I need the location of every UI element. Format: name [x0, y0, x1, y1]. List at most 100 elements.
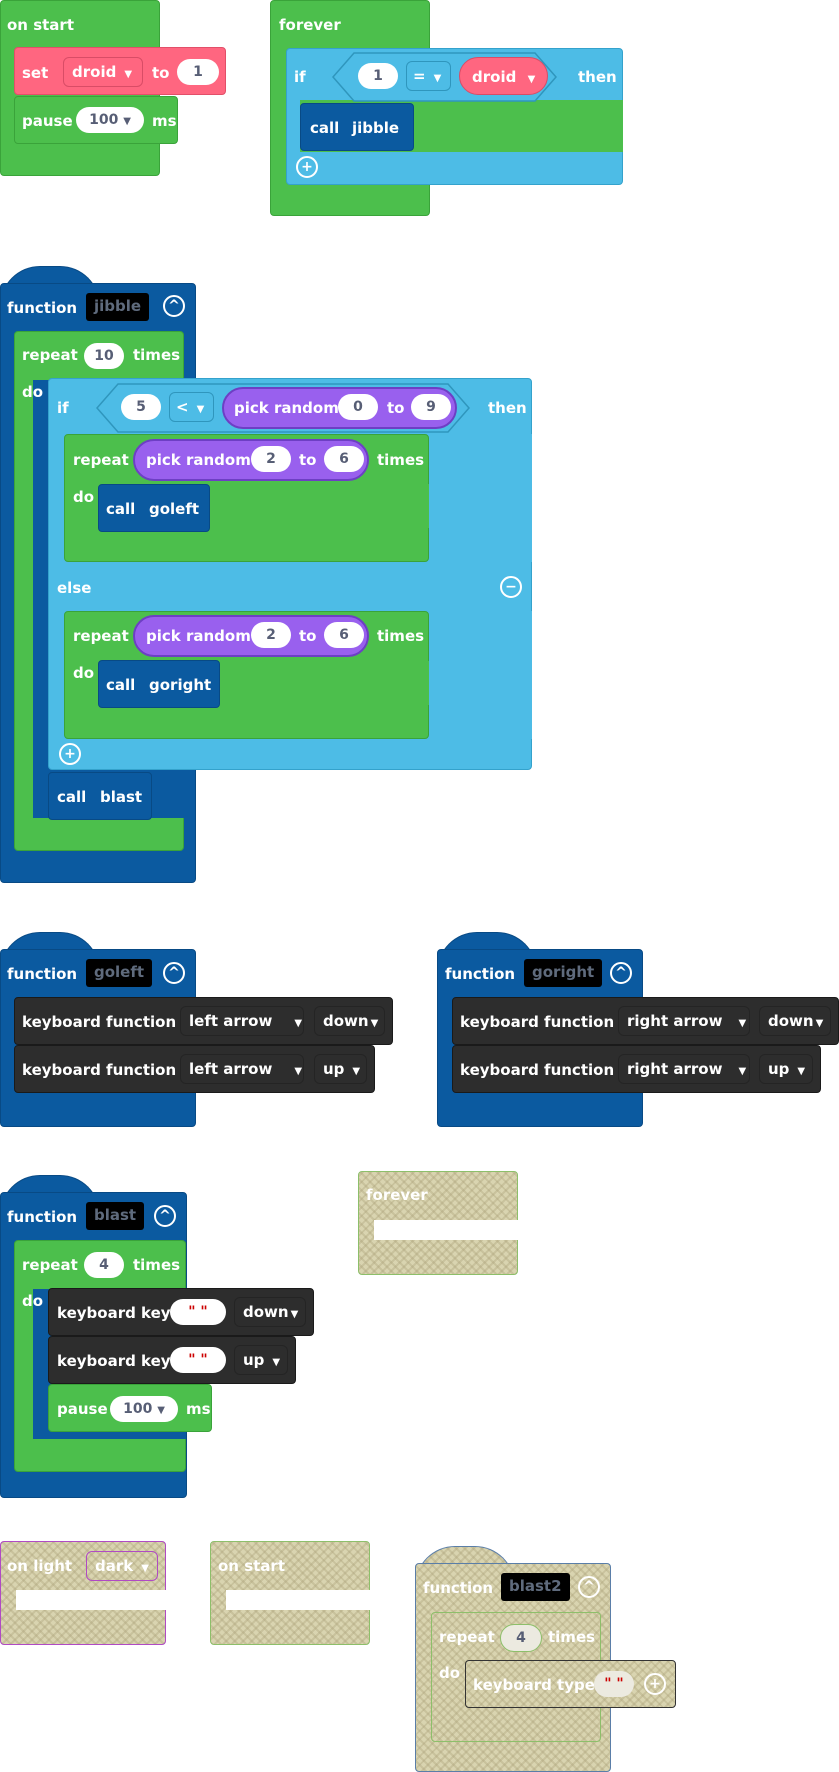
times-label: times	[377, 451, 425, 469]
set-label: set	[22, 64, 49, 82]
type-string-input[interactable]: " "	[594, 1671, 634, 1697]
set-value[interactable]: 1	[177, 59, 219, 85]
pick-random-label: pick random	[234, 399, 339, 417]
pick-random-max[interactable]: 6	[324, 622, 364, 648]
on-start-label: on start	[7, 16, 74, 34]
ms-label: ms	[186, 1400, 211, 1418]
function-label: function	[7, 965, 78, 983]
if-label: if	[57, 399, 69, 417]
state-dropdown[interactable]: up▼	[759, 1054, 813, 1084]
state-dropdown[interactable]: up ▼	[314, 1054, 367, 1084]
caret-down-icon: ▼	[157, 1405, 165, 1416]
caret-down-icon: ▼	[294, 1018, 303, 1029]
times-label: times	[548, 1628, 596, 1646]
key-dropdown[interactable]: right arrow▼	[618, 1054, 750, 1084]
key-dropdown-value: right arrow	[627, 1060, 723, 1078]
compare-op-label: =	[413, 67, 426, 85]
keyboard-function-label: keyboard function	[22, 1013, 177, 1031]
caret-down-icon: ▼	[352, 1066, 361, 1077]
droid-var-dropdown[interactable]: droid▼	[63, 57, 143, 87]
key-dropdown[interactable]: left arrow▼	[180, 1006, 304, 1036]
function-name-field[interactable]: goright	[524, 959, 603, 987]
collapse-icon[interactable]: ^	[154, 1205, 176, 1227]
repeat-count[interactable]: 10	[84, 343, 124, 369]
add-icon[interactable]: +	[644, 1673, 666, 1695]
function-name-field[interactable]: goleft	[86, 959, 153, 987]
state-dropdown[interactable]: down▼	[234, 1297, 306, 1327]
add-icon[interactable]: +	[296, 156, 318, 178]
caret-down-icon: ▼	[738, 1018, 747, 1029]
state-dropdown[interactable]: down▼	[314, 1006, 385, 1036]
call-label: call	[310, 119, 340, 137]
state-dropdown[interactable]: up▼	[234, 1345, 288, 1375]
caret-down-icon: ▼	[123, 116, 131, 127]
remove-icon[interactable]: −	[500, 576, 522, 598]
keyboard-key-label: keyboard key	[57, 1304, 171, 1322]
pause-ms-value: 100	[123, 1401, 153, 1417]
pause-label: pause	[22, 112, 73, 130]
function-name-field[interactable]: jibble	[86, 293, 150, 321]
droid-reporter[interactable]	[459, 57, 548, 95]
pick-random-max[interactable]: 6	[324, 446, 364, 472]
pick-random-max[interactable]: 9	[411, 394, 451, 420]
forever-label: forever	[366, 1186, 428, 1204]
caret-down-icon: ▼	[124, 69, 133, 80]
call-blast-block[interactable]	[48, 772, 152, 820]
collapse-icon[interactable]: ^	[610, 962, 632, 984]
state-dropdown-value: up	[323, 1060, 345, 1078]
set-to-label: to	[152, 64, 170, 82]
key-dropdown[interactable]: right arrow▼	[618, 1006, 750, 1036]
light-dropdown[interactable]: dark▼	[86, 1551, 158, 1581]
call-goleft-block[interactable]	[98, 484, 210, 532]
pick-random-min[interactable]: 2	[251, 622, 291, 648]
function-name-field[interactable]: blast	[86, 1202, 145, 1230]
call-goright-block[interactable]	[98, 660, 220, 708]
compare-op-dropdown[interactable]: =▼	[406, 61, 451, 91]
caret-down-icon: ▼	[294, 1066, 303, 1077]
function-label: function	[7, 299, 78, 317]
times-label: times	[377, 627, 425, 645]
call-blast-name: blast	[100, 788, 143, 806]
on-start-label: on start	[218, 1557, 285, 1575]
repeat-label: repeat	[22, 1256, 78, 1274]
function-label: function	[445, 965, 516, 983]
repeat-count[interactable]: 4	[500, 1624, 542, 1652]
repeat-label: repeat	[73, 451, 129, 469]
function-name-field[interactable]: blast2	[501, 1573, 570, 1601]
disabled-keyboard-type-block[interactable]	[465, 1660, 676, 1708]
if-label: if	[294, 68, 306, 86]
pick-random-min[interactable]: 0	[338, 394, 378, 420]
do-label: do	[73, 664, 95, 682]
do-label: do	[439, 1664, 461, 1682]
state-dropdown-value: up	[768, 1060, 790, 1078]
key-string-input[interactable]: " "	[170, 1347, 226, 1373]
caret-down-icon: ▼	[527, 74, 536, 85]
call-jibble-block[interactable]	[300, 103, 414, 151]
key-dropdown[interactable]: left arrow▼	[180, 1054, 304, 1084]
add-icon[interactable]: +	[59, 743, 81, 765]
repeat-count[interactable]: 4	[84, 1252, 124, 1278]
repeat-label: repeat	[439, 1628, 495, 1646]
compare-left-value[interactable]: 1	[358, 63, 398, 89]
caret-down-icon: ▼	[141, 1563, 149, 1574]
compare-op-dropdown[interactable]: <▼	[169, 392, 214, 422]
collapse-icon[interactable]: ^	[578, 1576, 600, 1598]
state-dropdown-value: down	[243, 1303, 289, 1321]
keyboard-key-label: keyboard key	[57, 1352, 171, 1370]
on-light-label: on light	[7, 1557, 73, 1575]
state-dropdown[interactable]: down▼	[759, 1006, 831, 1036]
pause-ms-dropdown[interactable]: 100 ▼	[110, 1396, 178, 1422]
collapse-icon[interactable]: ^	[163, 962, 185, 984]
call-goleft-name: goleft	[149, 500, 200, 518]
pick-random-label: pick random	[146, 451, 251, 469]
repeat-label: repeat	[73, 627, 129, 645]
key-string-input[interactable]: " "	[170, 1299, 226, 1325]
collapse-icon[interactable]: ^	[163, 295, 185, 317]
pick-random-min[interactable]: 2	[251, 446, 291, 472]
keyboard-type-label: keyboard type	[473, 1676, 595, 1694]
do-label: do	[22, 383, 44, 401]
state-dropdown-value: down	[323, 1012, 369, 1030]
pause-ms-dropdown[interactable]: 100 ▼	[76, 107, 144, 133]
compare-left-value[interactable]: 5	[121, 394, 161, 420]
call-label: call	[106, 676, 136, 694]
